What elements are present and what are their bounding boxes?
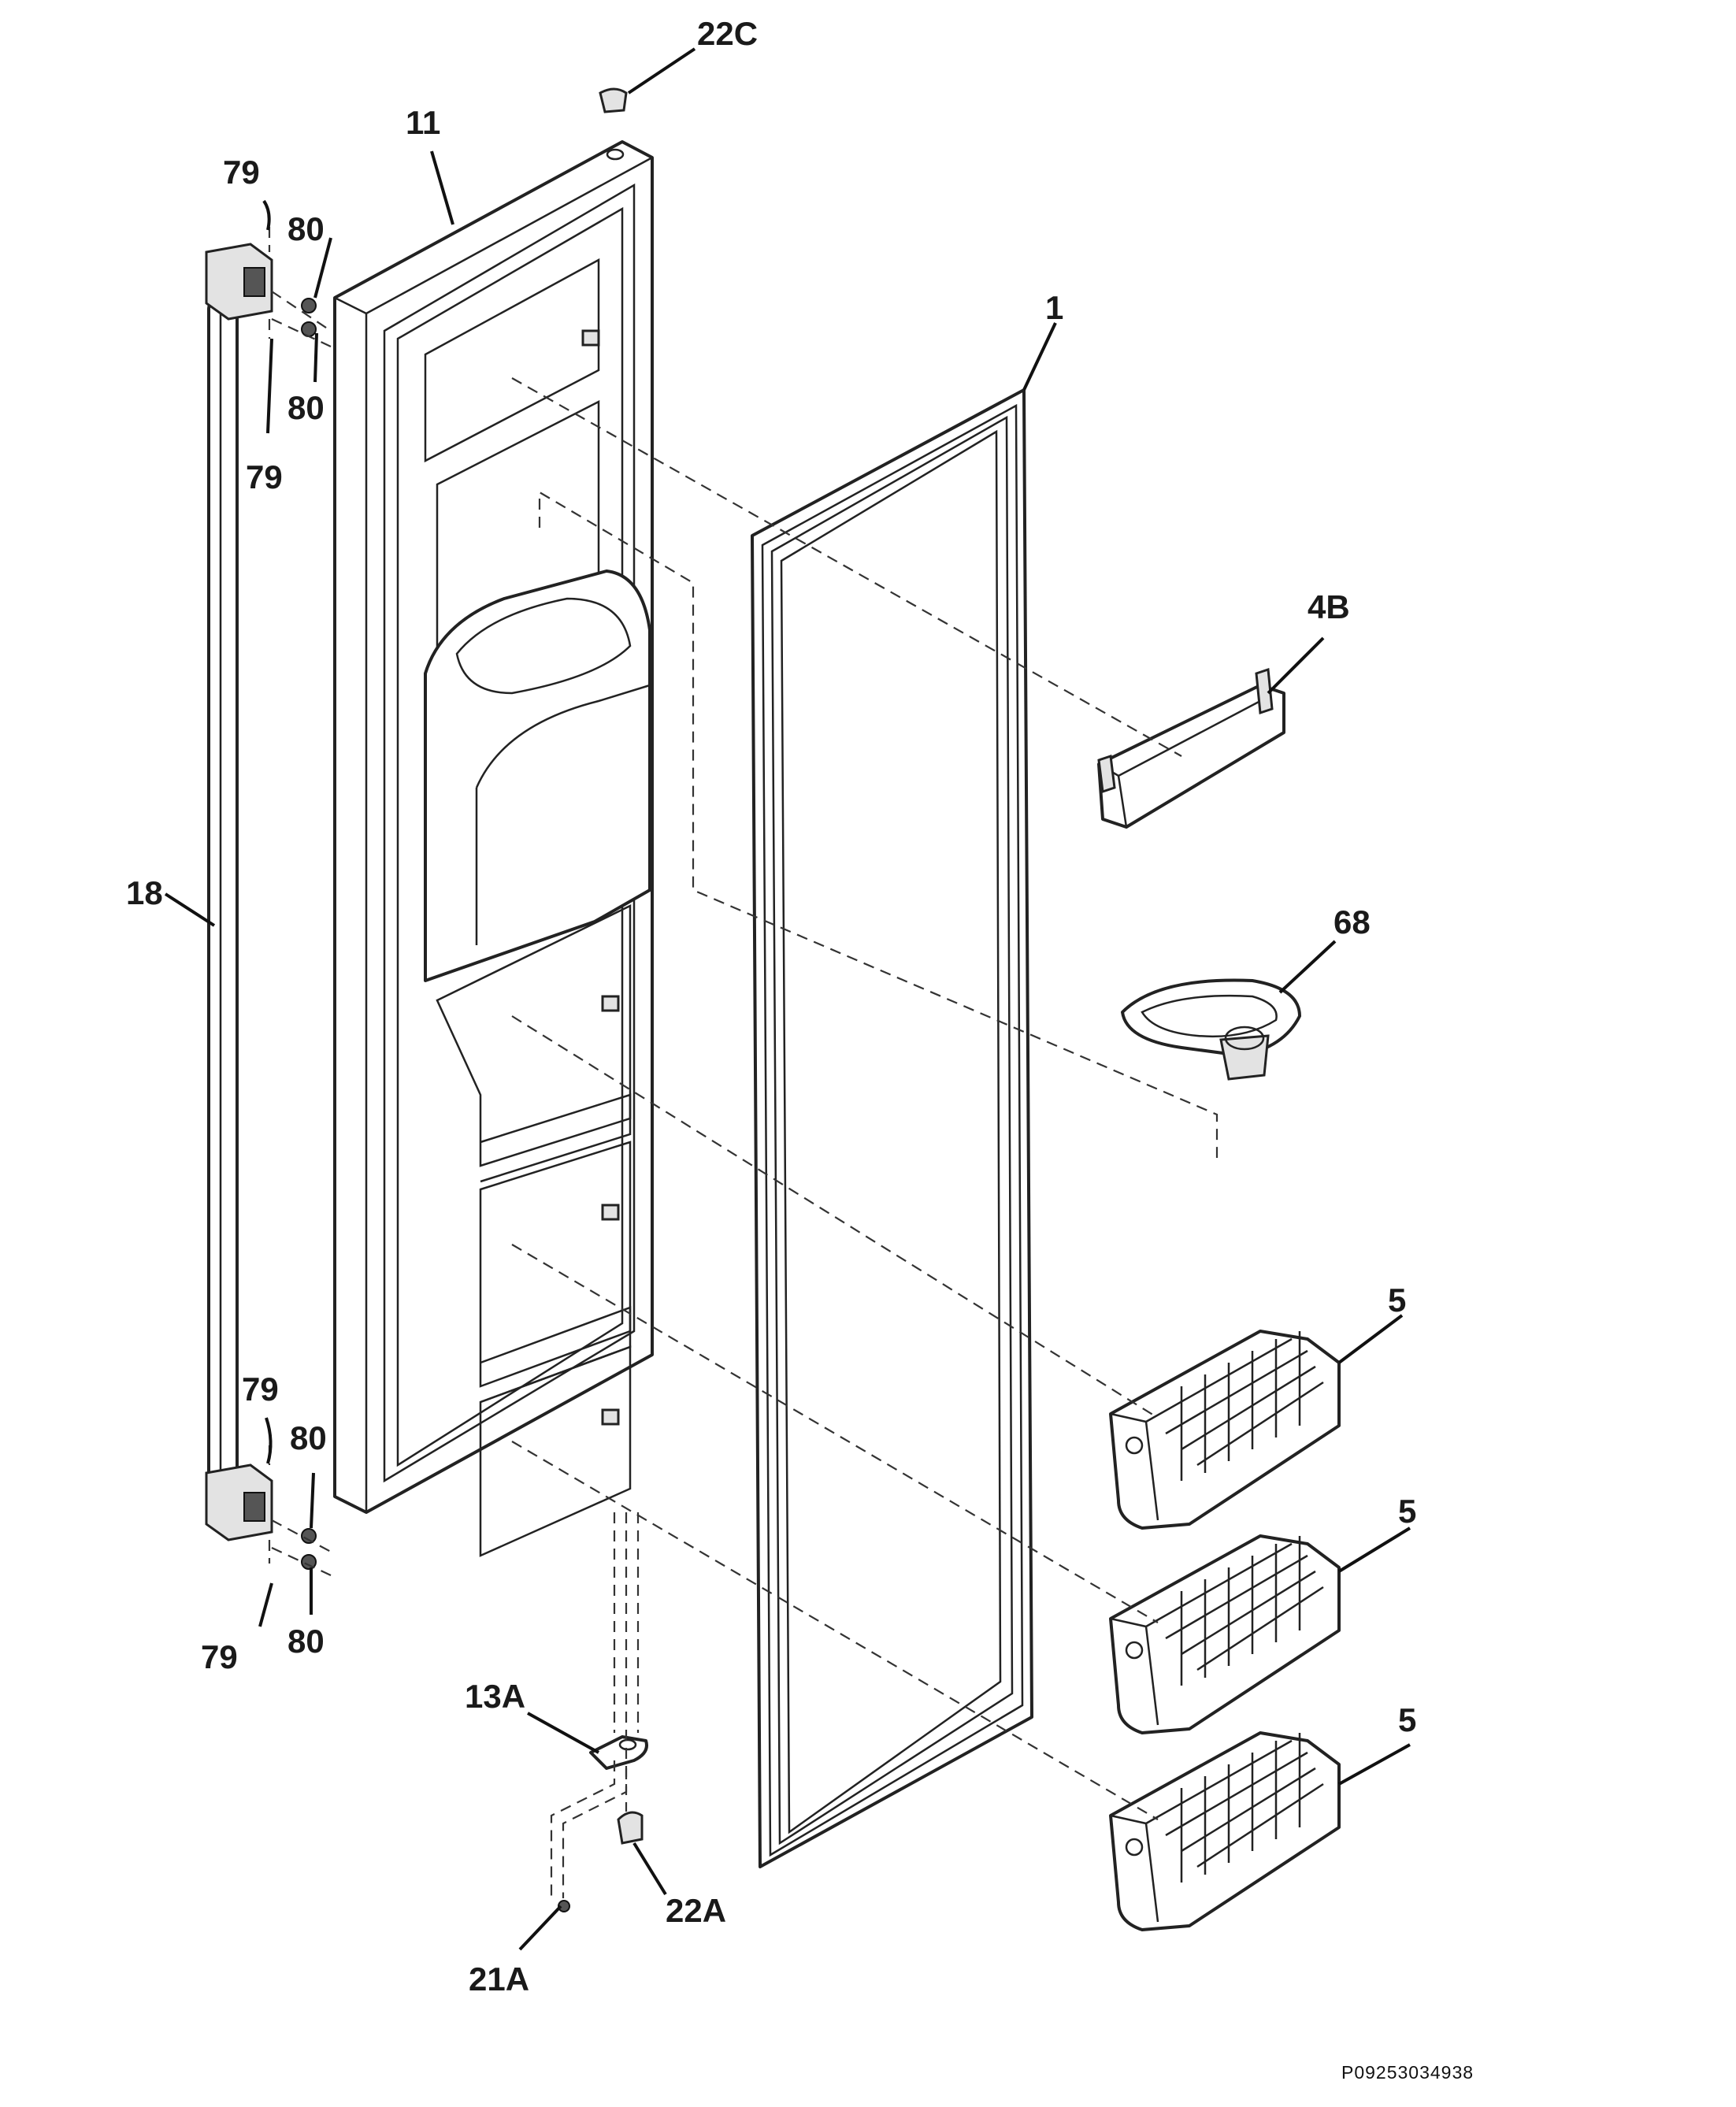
callout-13A: 13A [465,1678,526,1715]
callout-22A: 22A [666,1892,727,1929]
part-5-bin-2 [1109,1534,1341,1734]
diagram-code: P09253034938 [1341,2062,1474,2083]
part-11-door [333,140,654,1557]
callout-11: 11 [406,104,441,141]
callout-68: 68 [1334,903,1371,940]
callout-79: 79 [223,154,260,191]
callout-22C: 22C [697,15,759,52]
callout-80: 80 [287,210,325,247]
assembly-lines [511,377,1219,1898]
callout-80: 80 [290,1419,327,1456]
part-21A-screw [558,1900,570,1912]
callout-5: 5 [1388,1282,1407,1319]
part-80-screws [268,227,332,1576]
callout-5: 5 [1398,1701,1417,1738]
part-4B-shelf [1097,667,1285,829]
callout-79: 79 [242,1371,279,1408]
part-68-chute [1121,978,1301,1081]
part-5-bin-1 [1109,1330,1341,1530]
part-22A-bushing [617,1811,644,1845]
callout-80: 80 [287,389,325,426]
part-13A-hinge [589,1735,648,1770]
callout-4B: 4B [1308,588,1350,625]
callout-5: 5 [1398,1493,1417,1530]
callout-21A: 21A [469,1960,530,1998]
callout-79: 79 [246,458,283,495]
part-5-bin-3 [1109,1731,1341,1931]
callout-80: 80 [287,1623,325,1660]
callout-1: 1 [1045,289,1064,326]
part-18-handle [205,243,273,1541]
callout-79: 79 [201,1638,238,1675]
part-1-gasket [751,388,1033,1868]
part-22C-hinge-cap [599,87,628,161]
leader-lines [164,47,1411,1951]
callout-18: 18 [126,874,163,911]
